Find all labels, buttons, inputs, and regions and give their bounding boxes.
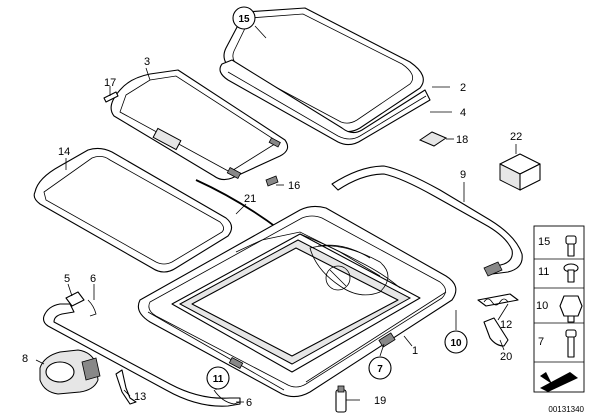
crank-tool-13 — [115, 369, 137, 405]
legend-item-7: 7 — [538, 336, 544, 348]
label-13: 13 — [134, 391, 146, 403]
label-2: 2 — [460, 82, 466, 94]
glass-panel — [223, 7, 424, 133]
legend-item-11: 11 — [538, 266, 549, 278]
label-7-circled: 7 — [377, 364, 383, 375]
screw-11-icon — [563, 263, 579, 283]
sliding-headliner — [110, 69, 289, 181]
clip-part-17 — [103, 91, 119, 103]
label-8: 8 — [22, 353, 28, 365]
label-9: 9 — [460, 169, 466, 181]
legend-item-15: 15 — [538, 236, 550, 248]
leader-lines — [35, 25, 517, 403]
nut-10-icon — [559, 295, 583, 323]
label-4: 4 — [460, 107, 466, 119]
screw-7-icon — [565, 329, 577, 358]
clip-part-16 — [265, 175, 279, 187]
sunroof-frame — [137, 205, 457, 398]
label-6-bottom: 6 — [246, 397, 252, 409]
legend-item-10: 10 — [536, 300, 548, 312]
label-19: 19 — [374, 395, 386, 407]
label-12: 12 — [500, 319, 512, 331]
seal-strip-9 — [331, 165, 523, 277]
label-18: 18 — [456, 134, 468, 146]
label-22: 22 — [510, 131, 522, 143]
label-3: 3 — [144, 56, 150, 68]
drive-motor — [39, 349, 101, 395]
label-5: 5 — [64, 273, 70, 285]
glass-seal-frame — [219, 59, 431, 146]
label-6-top: 6 — [90, 273, 96, 285]
callout-labels: 15 2 3 4 17 18 22 14 16 9 21 5 6 8 13 11… — [22, 6, 522, 409]
callout-circle-7 — [368, 356, 392, 380]
label-20: 20 — [500, 351, 512, 363]
bracket-part-20 — [483, 317, 509, 347]
section-arrow-icon — [538, 368, 582, 392]
fastener-legend-panel: 15 11 10 7 — [533, 225, 585, 393]
cable-set-left — [42, 291, 241, 407]
pad-part-18 — [418, 131, 448, 147]
label-15-circled: 15 — [238, 14, 250, 25]
callout-circle-15 — [232, 6, 256, 30]
label-17: 17 — [104, 77, 116, 89]
label-11-circled: 11 — [213, 374, 224, 385]
box-part-22 — [499, 153, 541, 191]
label-16: 16 — [288, 180, 300, 192]
label-21: 21 — [244, 193, 256, 205]
label-10-circled: 10 — [450, 338, 462, 349]
label-1: 1 — [412, 345, 418, 357]
screw-15-icon — [565, 235, 577, 257]
callout-circle-11 — [206, 366, 230, 390]
label-14: 14 — [58, 146, 70, 158]
callout-circle-10 — [444, 330, 468, 354]
spring-part-12 — [477, 293, 519, 307]
diagram-code: 00131340 — [548, 405, 584, 414]
sleeve-part-19 — [335, 385, 347, 413]
frame-seal — [33, 147, 233, 273]
